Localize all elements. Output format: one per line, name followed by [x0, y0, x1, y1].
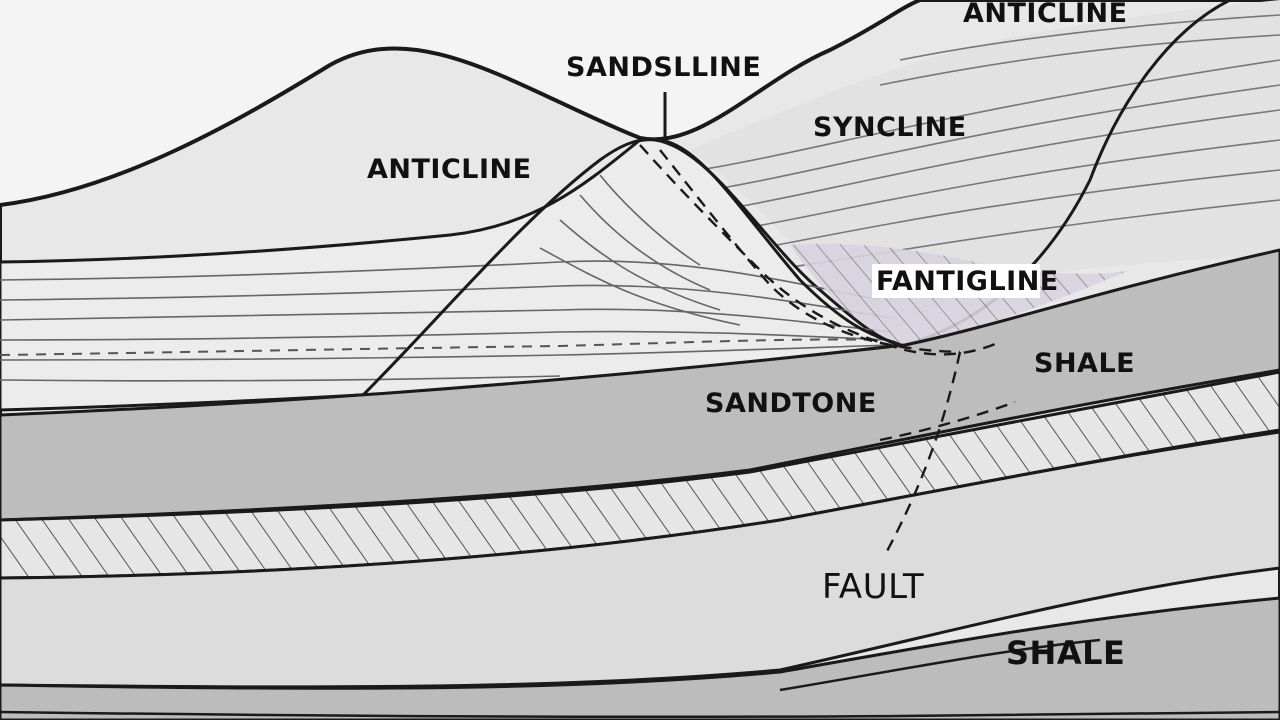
lower-shale-layer — [0, 596, 1280, 720]
lower-shale-line — [779, 638, 1101, 692]
anticline-fold-line — [348, 138, 906, 410]
label-sandtone: SANDTONE — [705, 388, 877, 419]
label-fault: FAULT — [822, 567, 924, 607]
label-syncline: SYNCLINE — [813, 112, 967, 143]
fault-trace — [639, 144, 1016, 556]
upper-strata-lines — [0, 174, 891, 382]
label-fantigline: FANTIGLINE — [876, 266, 1059, 297]
label-anticline-right: ANTICLINE — [963, 0, 1128, 29]
fantigline-label-backing — [872, 264, 1040, 298]
bottom-edge-line — [0, 710, 1280, 719]
label-anticline-left: ANTICLINE — [367, 154, 532, 185]
label-shale-lower: SHALE — [1006, 634, 1125, 672]
upper-strata-dash — [0, 338, 881, 356]
right-strata-lines — [699, 14, 1280, 271]
middle-layer — [0, 430, 1280, 689]
label-sandslline: SANDSLLINE — [566, 52, 761, 83]
label-shale-upper: SHALE — [1034, 348, 1135, 379]
